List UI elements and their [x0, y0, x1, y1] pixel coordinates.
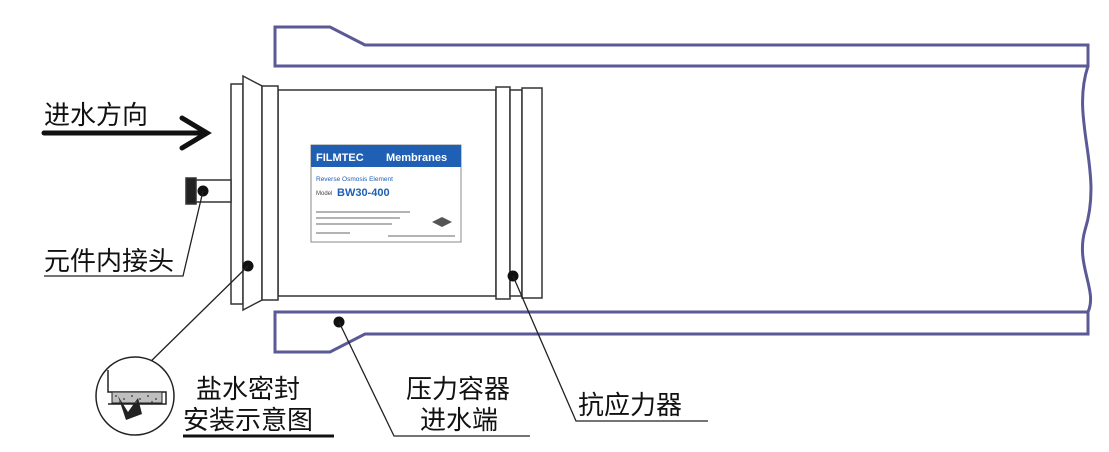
- label-pressure-vessel-line1: 压力容器: [406, 375, 510, 405]
- nameplate-header: [311, 145, 461, 167]
- nameplate-model: BW30-400: [337, 187, 390, 199]
- feed-end-cap-inner: [261, 85, 279, 301]
- outlet-end-cap-ring: [521, 87, 543, 299]
- outlet-end-cap-inner: [495, 86, 511, 300]
- label-brine-seal-line1: 盐水密封: [196, 375, 300, 405]
- thrust-ring-leader: [512, 275, 708, 422]
- nameplate-brand: FILMTEC: [316, 152, 364, 164]
- label-brine-seal-line2: 安装示意图: [183, 406, 313, 436]
- connector-leader: [44, 190, 204, 277]
- feed-direction-arrow: [41, 115, 212, 151]
- nameplate-brand-suffix: Membranes: [386, 152, 447, 164]
- nameplate-subtitle: Reverse Osmosis Element: [316, 176, 393, 183]
- feed-end-cap-outer: [230, 83, 244, 305]
- label-inner-connector: 元件内接头: [44, 247, 174, 277]
- label-pressure-vessel-line2: 进水端: [420, 406, 498, 436]
- nameplate-logo-icon: [432, 217, 452, 227]
- vessel-top-wall: [273, 25, 1090, 68]
- vessel-right-break: [1080, 65, 1093, 313]
- vessel-leader: [338, 321, 530, 437]
- vessel-bottom-wall: [273, 310, 1090, 354]
- pressure-vessel: [273, 25, 1093, 354]
- label-water-direction: 进水方向: [44, 101, 148, 131]
- outlet-end-cap-outer: [509, 89, 523, 297]
- nameplate-model-prefix: Model: [316, 191, 332, 197]
- nameplate-fine-print: [316, 211, 455, 237]
- brine-seal-detail-icon: [95, 356, 175, 436]
- leader-lines: [44, 190, 708, 437]
- label-thrust-ring: 抗应力器: [578, 391, 682, 421]
- brine-seal-leader: [141, 265, 249, 371]
- feed-end-cap-flare: [242, 74, 263, 312]
- nameplate: FILMTEC Membranes Reverse Osmosis Elemen…: [310, 144, 462, 243]
- connector-cap: [185, 177, 197, 205]
